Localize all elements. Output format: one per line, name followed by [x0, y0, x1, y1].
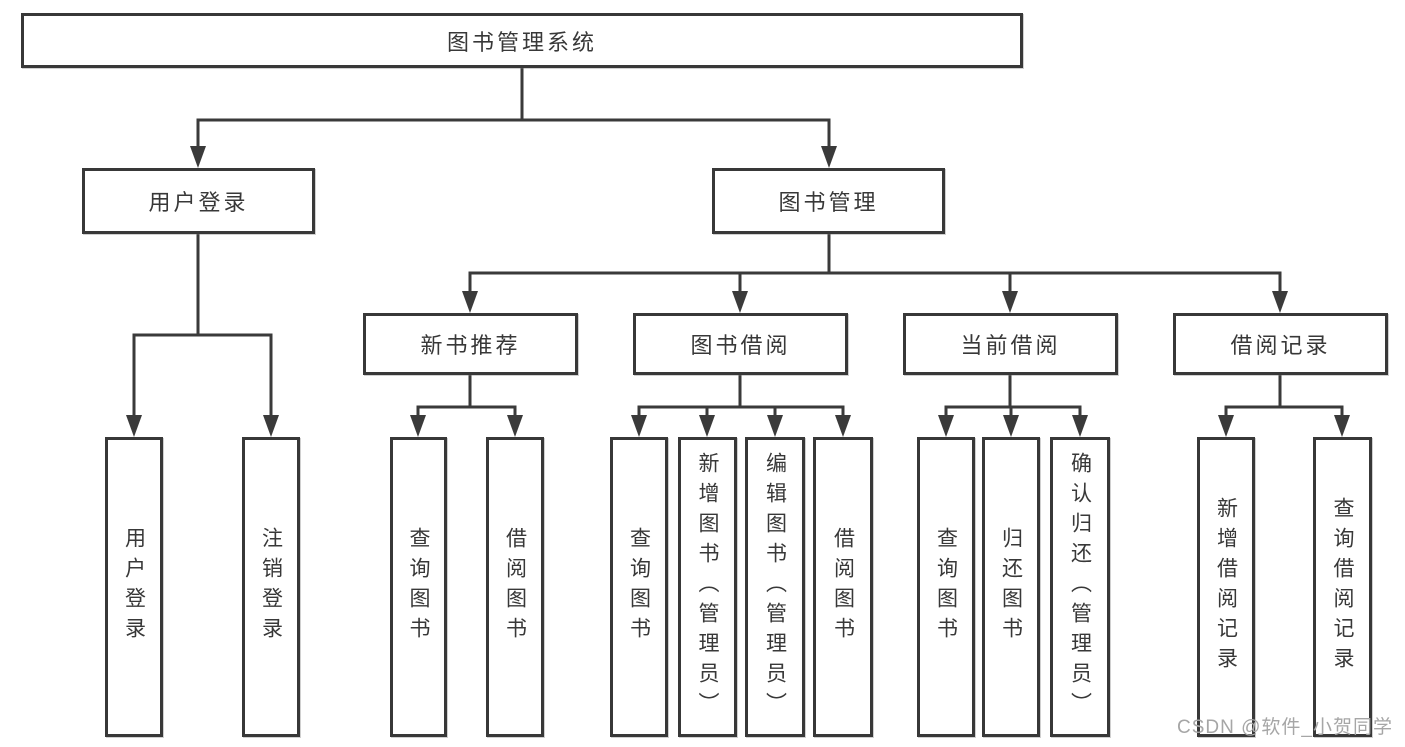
- node-book-borrowing: 图书借阅: [633, 313, 848, 375]
- arrowheads: [126, 146, 1350, 437]
- leaf-confirm-return-admin: 确认归还（管理员）: [1050, 437, 1110, 737]
- leaf-query-books-recommend: 查询图书: [390, 437, 447, 737]
- leaf-add-books-admin: 新增图书（管理员）: [678, 437, 737, 737]
- node-new-book-recommend: 新书推荐: [363, 313, 578, 375]
- leaf-logout-login: 注销登录: [242, 437, 300, 737]
- leaf-edit-books-admin: 编辑图书（管理员）: [745, 437, 805, 737]
- node-book-management: 图书管理: [712, 168, 945, 234]
- node-user-login: 用户登录: [82, 168, 315, 234]
- leaf-return-books: 归还图书: [982, 437, 1040, 737]
- leaf-borrow-books-borrowing: 借阅图书: [813, 437, 873, 737]
- leaf-query-books-borrowing: 查询图书: [610, 437, 668, 737]
- leaf-add-borrow-record: 新增借阅记录: [1197, 437, 1255, 737]
- leaf-query-books-current: 查询图书: [917, 437, 975, 737]
- leaf-borrow-books-recommend: 借阅图书: [486, 437, 544, 737]
- node-current-borrowing: 当前借阅: [903, 313, 1118, 375]
- leaf-user-login: 用户登录: [105, 437, 163, 737]
- node-borrow-records: 借阅记录: [1173, 313, 1388, 375]
- leaf-query-borrow-record: 查询借阅记录: [1313, 437, 1372, 737]
- node-root-system: 图书管理系统: [21, 13, 1023, 68]
- csdn-watermark: CSDN @软件_小贺同学: [1177, 717, 1393, 738]
